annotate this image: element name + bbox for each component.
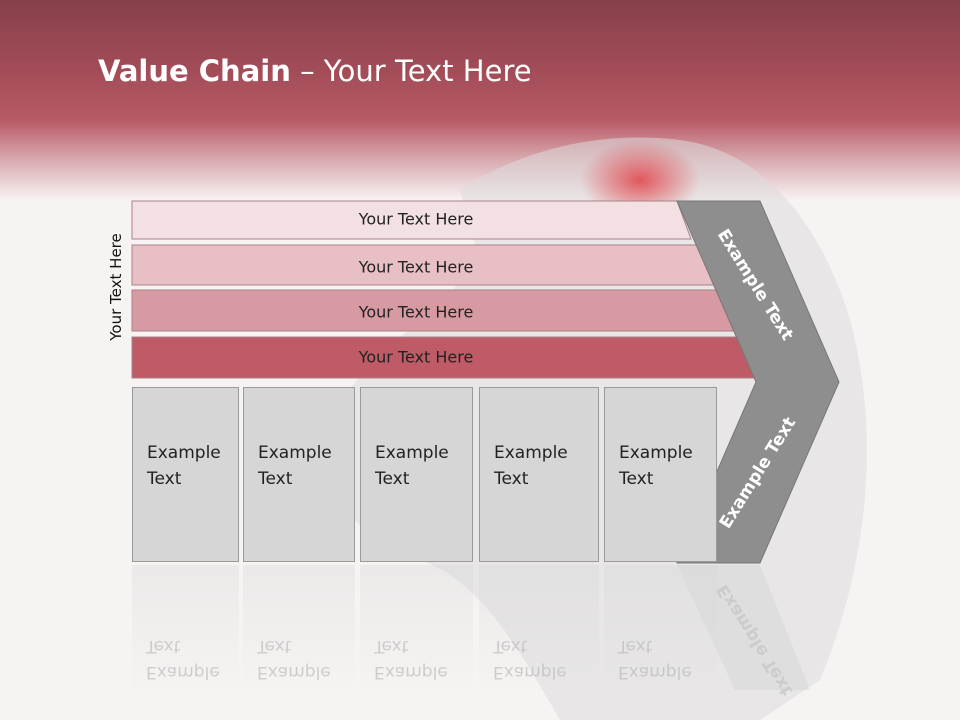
bar-3-label: Your Text Here [358, 302, 474, 322]
page-title: Value Chain – Your Text Here [98, 54, 532, 88]
bar-2-label: Your Text Here [358, 257, 474, 277]
chevron-reflection [677, 565, 810, 690]
bar-1-label: Your Text Here [358, 209, 474, 229]
chevron-arrow [676, 200, 840, 564]
bar-4-label: Your Text Here [358, 347, 474, 367]
bar-1 [131, 200, 692, 240]
header-band [0, 0, 960, 200]
